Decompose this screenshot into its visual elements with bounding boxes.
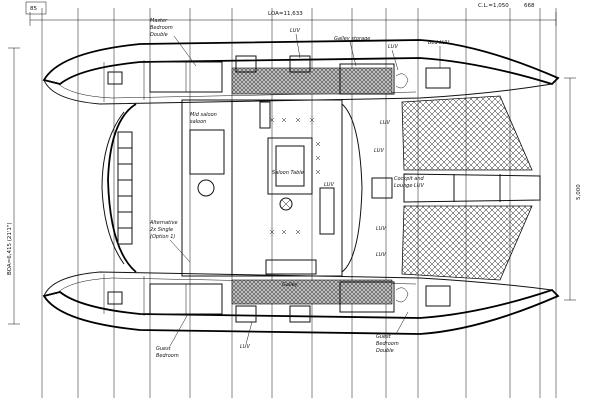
forward-beam bbox=[371, 173, 541, 203]
upper-hull bbox=[42, 39, 560, 105]
label-guest-left-3: (Option 1) bbox=[150, 234, 175, 240]
label-guest-right-3: Double bbox=[376, 348, 394, 354]
right-dimension: 5,000 bbox=[564, 77, 582, 301]
label-luv-bottom: LUV bbox=[240, 344, 250, 350]
deck-hatch-bottom bbox=[231, 279, 393, 305]
upper-cabins bbox=[107, 55, 451, 95]
trampoline-top bbox=[401, 95, 533, 171]
settee-left bbox=[117, 131, 133, 245]
dim-right-vertical: 5,000 bbox=[576, 184, 582, 200]
dim-left-vertical: BOA=6,415 (21'1") bbox=[7, 222, 13, 275]
label-cabin-lounge-2: Lounge LUV bbox=[394, 183, 424, 189]
label-guest-right-2: Bedroom bbox=[376, 341, 399, 347]
label-luv-lower: LUV bbox=[376, 252, 386, 258]
label-guest-bottom-2: Bedroom bbox=[156, 353, 179, 359]
label-master-bedroom-2: Bedroom bbox=[150, 25, 173, 31]
label-luv-mid3: LUV bbox=[376, 226, 386, 232]
label-saloon-2: saloon bbox=[190, 119, 206, 125]
label-bed-luv: Bed LUV bbox=[428, 40, 450, 46]
deck-hatch-top bbox=[231, 67, 393, 95]
left-dimension: BOA=6,415 (21'1") bbox=[7, 47, 20, 325]
label-guest-right-1: Guest bbox=[376, 334, 392, 340]
label-guest-left-1: Alternative bbox=[149, 220, 178, 226]
dim-loa: LOA=11,633 bbox=[268, 11, 303, 17]
label-luv-mid2: LUV bbox=[324, 182, 334, 188]
label-top-luv2: LUV bbox=[388, 44, 398, 50]
label-luv-mid: LUV bbox=[374, 148, 384, 154]
dim-top-right-group: C.L.=1,050 bbox=[478, 3, 509, 9]
lower-hull bbox=[42, 271, 560, 335]
leader-lines bbox=[169, 33, 441, 347]
label-master-bedroom-1: Master bbox=[150, 18, 168, 24]
label-top-luv: LUV bbox=[290, 28, 300, 34]
label-master-bedroom-3: Double bbox=[150, 32, 168, 38]
label-galley-lower: Galley bbox=[282, 282, 299, 288]
label-guest-left-2: 2x Single bbox=[150, 227, 173, 233]
dim-top-right-small: 668 bbox=[524, 3, 535, 9]
top-dimension: 85 LOA=11,633 C.L.=1,050 668 bbox=[25, 1, 557, 26]
saloon-x-marks bbox=[269, 117, 321, 235]
label-saloon-1: Mid saloon bbox=[190, 112, 217, 118]
saloon-interior bbox=[189, 101, 335, 275]
label-guest-bottom-1: Guest bbox=[156, 346, 172, 352]
label-luv-right-1: LUV bbox=[380, 120, 390, 126]
trampoline-bottom bbox=[401, 205, 533, 281]
label-cabin-lounge-1: Cockpit and bbox=[394, 176, 425, 182]
label-galley-storage: Galley storage bbox=[334, 36, 370, 42]
dim-top-left: 85 bbox=[30, 6, 37, 12]
lower-cabins bbox=[107, 281, 451, 323]
room-labels: Master Bedroom Double LUV Galley storage… bbox=[149, 18, 450, 359]
label-salon-table: Saloon Table bbox=[272, 170, 304, 176]
bridge-deck bbox=[101, 99, 363, 277]
